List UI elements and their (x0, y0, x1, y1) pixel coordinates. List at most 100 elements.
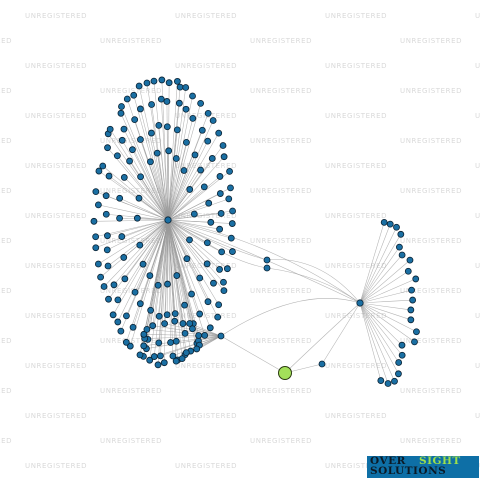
entity-node[interactable] (148, 129, 155, 137)
entity-node[interactable] (109, 311, 117, 319)
entity-node[interactable] (110, 281, 118, 289)
entity-node[interactable] (104, 262, 112, 270)
entity-node[interactable] (217, 210, 225, 217)
entity-node[interactable] (186, 320, 194, 327)
entity-node[interactable] (407, 306, 415, 314)
entity-node[interactable] (129, 323, 137, 331)
entity-node[interactable] (95, 167, 103, 175)
entity-node[interactable] (137, 173, 144, 181)
entity-node[interactable] (182, 349, 190, 357)
entity-node[interactable] (229, 207, 236, 215)
entity-node[interactable] (408, 286, 415, 294)
entity-node[interactable] (136, 241, 144, 249)
entity-node[interactable] (398, 341, 406, 349)
entity-node[interactable] (182, 105, 190, 113)
entity-node[interactable] (216, 266, 223, 273)
entity-node[interactable] (104, 144, 111, 152)
entity-node[interactable] (157, 352, 164, 360)
entity-node[interactable] (197, 166, 204, 174)
entity-node[interactable] (407, 316, 415, 324)
entity-node[interactable] (189, 325, 196, 333)
entity-node[interactable] (215, 301, 223, 309)
entity-node[interactable] (130, 91, 138, 99)
entity-node[interactable] (404, 267, 412, 275)
entity-node[interactable] (120, 254, 128, 261)
entity-node[interactable] (173, 77, 181, 85)
entity-node[interactable] (118, 233, 126, 240)
entity-node[interactable] (137, 105, 144, 113)
entity-node[interactable] (228, 220, 236, 227)
entity-node[interactable] (147, 158, 154, 166)
entity-node[interactable] (120, 174, 128, 181)
entity-node[interactable] (203, 260, 211, 268)
entity-node[interactable] (153, 149, 161, 157)
bridge-node[interactable] (263, 256, 271, 264)
entity-node[interactable] (143, 79, 151, 87)
entity-node[interactable] (182, 84, 190, 91)
entity-node[interactable] (207, 218, 215, 226)
entity-node[interactable] (198, 126, 206, 134)
entity-node[interactable] (178, 355, 186, 362)
hub-node-right[interactable] (356, 299, 364, 307)
entity-node[interactable] (158, 76, 166, 84)
entity-node[interactable] (165, 79, 173, 87)
entity-node[interactable] (176, 83, 184, 91)
entity-node[interactable] (163, 311, 171, 319)
entity-node[interactable] (90, 217, 98, 225)
focus-entity-node[interactable] (278, 366, 292, 380)
entity-node[interactable] (398, 351, 406, 359)
entity-node[interactable] (413, 328, 420, 336)
entity-node[interactable] (223, 265, 231, 273)
bridge-node[interactable] (263, 264, 271, 272)
entity-node[interactable] (143, 325, 151, 333)
entity-node[interactable] (164, 280, 171, 288)
entity-node[interactable] (208, 155, 216, 162)
entity-node[interactable] (204, 298, 212, 306)
entity-node[interactable] (123, 95, 131, 103)
entity-node[interactable] (386, 220, 394, 228)
entity-node[interactable] (135, 82, 143, 90)
entity-node[interactable] (154, 281, 162, 289)
entity-node[interactable] (126, 157, 133, 165)
entity-node[interactable] (183, 138, 190, 146)
entity-node[interactable] (190, 210, 198, 218)
entity-node[interactable] (195, 332, 203, 339)
entity-node[interactable] (157, 95, 165, 103)
entity-node[interactable] (165, 147, 173, 155)
entity-node[interactable] (103, 246, 111, 254)
entity-node[interactable] (215, 129, 223, 137)
entity-node[interactable] (123, 312, 130, 320)
entity-node[interactable] (172, 337, 180, 345)
entity-node[interactable] (137, 136, 144, 143)
entity-node[interactable] (411, 338, 418, 346)
entity-node[interactable] (186, 186, 194, 193)
entity-node[interactable] (205, 199, 213, 207)
entity-node[interactable] (216, 225, 224, 233)
entity-node[interactable] (216, 173, 224, 180)
entity-node[interactable] (219, 142, 227, 149)
entity-node[interactable] (179, 320, 187, 327)
entity-node[interactable] (113, 152, 121, 160)
entity-node[interactable] (201, 331, 209, 339)
entity-node[interactable] (193, 345, 201, 353)
entity-node[interactable] (204, 109, 212, 117)
entity-node[interactable] (380, 218, 388, 226)
entity-node[interactable] (397, 230, 405, 238)
entity-node[interactable] (412, 275, 420, 283)
entity-node[interactable] (225, 195, 233, 203)
entity-node[interactable] (200, 183, 208, 191)
entity-node[interactable] (147, 306, 155, 314)
entity-node[interactable] (188, 290, 195, 298)
entity-node[interactable] (100, 283, 108, 290)
entity-node[interactable] (139, 260, 147, 268)
entity-node[interactable] (227, 234, 235, 242)
entity-node[interactable] (121, 275, 129, 283)
entity-node[interactable] (140, 330, 148, 338)
entity-node[interactable] (105, 172, 113, 180)
entity-node[interactable] (196, 310, 204, 318)
entity-node[interactable] (210, 279, 217, 287)
entity-node[interactable] (377, 377, 385, 384)
entity-node[interactable] (131, 116, 139, 124)
entity-node[interactable] (167, 339, 174, 346)
entity-node[interactable] (92, 188, 100, 196)
